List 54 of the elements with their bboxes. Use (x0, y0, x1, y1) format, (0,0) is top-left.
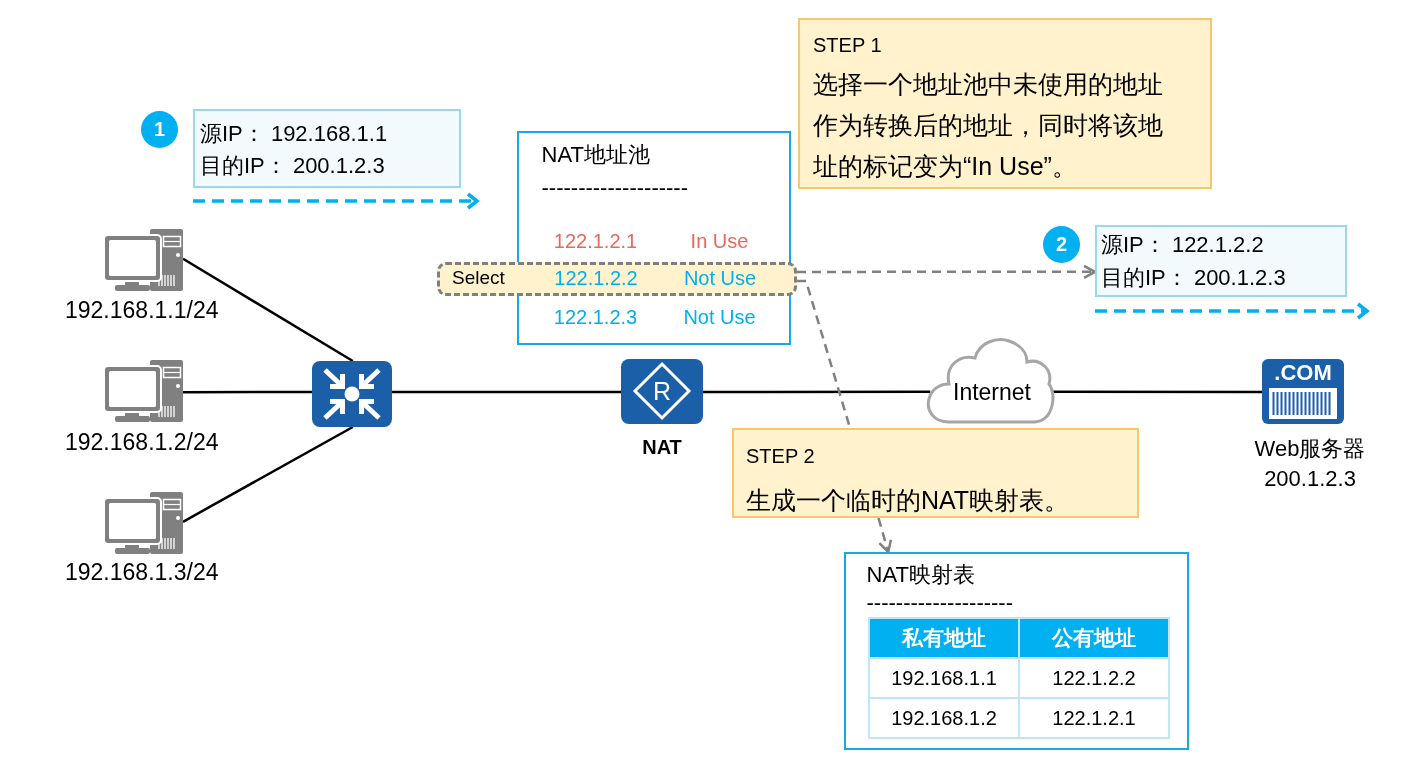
status-text: Not Use (683, 304, 756, 329)
selection-band (437, 262, 797, 296)
server-icon (1262, 359, 1344, 424)
status-text: Not Use (683, 266, 757, 290)
callout-number: 2 (1043, 226, 1080, 263)
device-label: NAT (642, 435, 682, 459)
device-label: 192.168.1.3/24 (65, 559, 219, 587)
connection-line (392, 390, 621, 394)
connection-line (182, 257, 354, 363)
packet-box (1095, 225, 1347, 297)
divider-text: -------------------- (541, 174, 689, 201)
table-cell: 192.168.1.2 (868, 697, 1020, 739)
packet-header-text: 目的IP： 200.1.2.3 (1101, 265, 1286, 292)
step-description: 选择一个地址池中未使用的地址作为转换后的地址，同时将该地址的标记变为“In Use”。 (813, 69, 1164, 182)
packet-box (193, 109, 461, 188)
icon-letter: R (652, 376, 672, 406)
step-title: STEP 2 (746, 444, 815, 468)
table-cell: 122.1.2.1 (1018, 697, 1170, 739)
mapping-table-box (844, 552, 1189, 750)
connection-line (182, 425, 354, 523)
connection-line (703, 390, 931, 394)
callout-number: 1 (141, 111, 178, 148)
step-description: 生成一个临时的NAT映射表。 (746, 485, 1070, 515)
dashed-arrow (877, 517, 893, 554)
router-icon (621, 359, 703, 424)
packet-header-text: 源IP： 122.1.2.2 (1101, 232, 1264, 259)
step-title: STEP 1 (813, 33, 882, 57)
address-text: 122.1.2.3 (553, 304, 638, 329)
computer-icon (103, 492, 183, 554)
address-text: 122.1.2.2 (554, 266, 638, 290)
computer-icon (103, 229, 183, 291)
divider-text: -------------------- (866, 589, 1014, 616)
row-label: Select (452, 267, 505, 290)
box-title: NAT映射表 (866, 561, 975, 588)
table-header-cell: 公有地址 (1018, 617, 1170, 659)
packet-header-text: 目的IP： 200.1.2.3 (200, 153, 385, 180)
table-header-cell: 私有地址 (868, 617, 1020, 659)
note-box (798, 18, 1212, 189)
device-label: Web服务器 (1254, 436, 1366, 463)
icon-label: .COM (1274, 360, 1332, 387)
computer-icon (103, 360, 183, 422)
packet-header-text: 源IP： 192.168.1.1 (200, 121, 388, 148)
device-label: 192.168.1.2/24 (65, 429, 219, 457)
device-label: 200.1.2.3 (1264, 466, 1356, 493)
cloud-label: Internet (953, 379, 1031, 407)
device-label: 192.168.1.1/24 (65, 297, 219, 325)
dashed-arrow (797, 264, 1097, 280)
connection-line (183, 390, 312, 394)
status-text: In Use (690, 228, 749, 253)
switch-icon (312, 361, 392, 427)
address-pool-box (517, 131, 791, 345)
note-box (732, 428, 1139, 518)
box-title: NAT地址池 (541, 141, 650, 168)
address-text: 122.1.2.1 (553, 228, 638, 253)
